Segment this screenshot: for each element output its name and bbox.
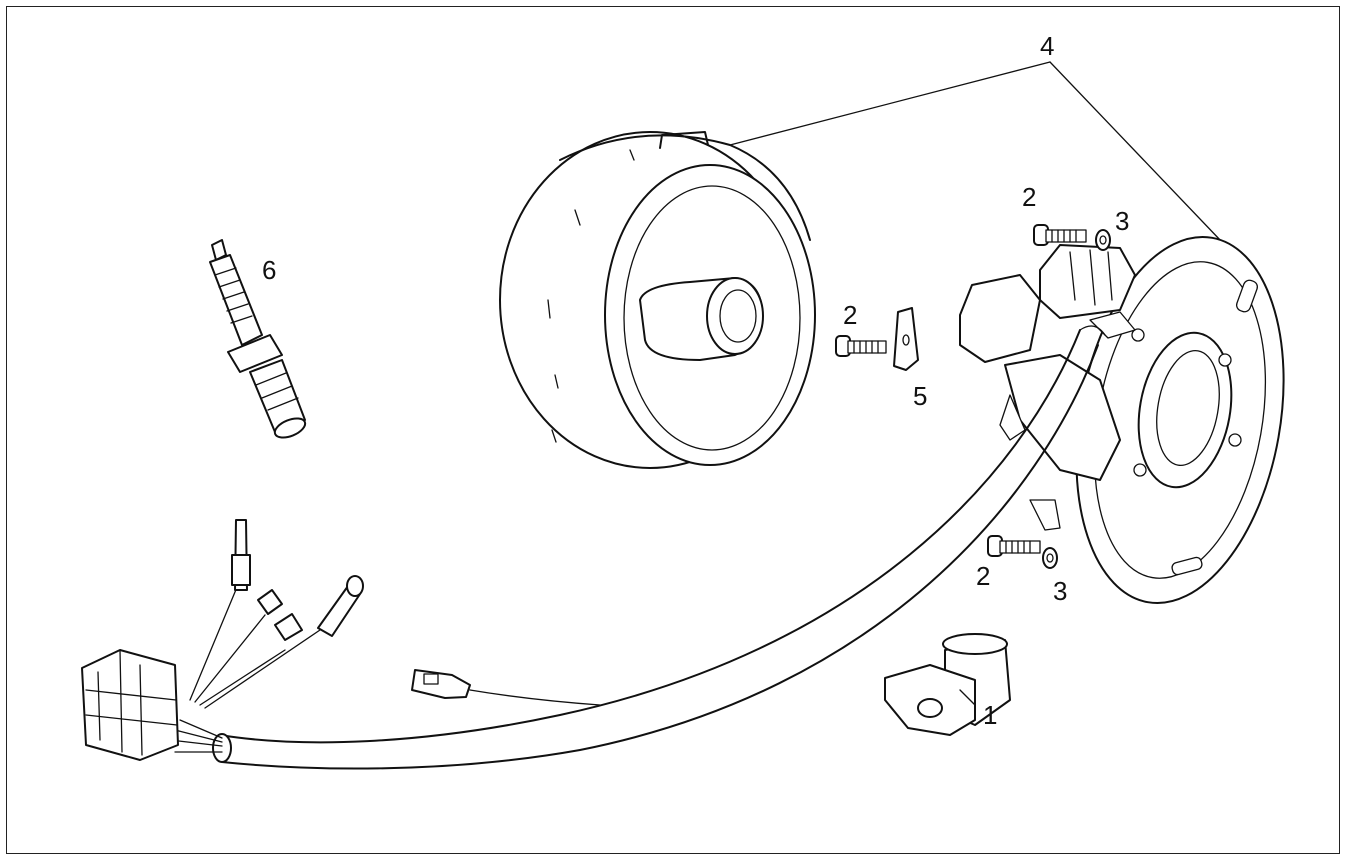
leader-lines-part-4 xyxy=(729,61,1223,243)
spark-plug xyxy=(209,239,307,439)
wiring-harness-cable xyxy=(81,325,1106,770)
screw-middle xyxy=(835,335,887,357)
callout-2-bottom: 2 xyxy=(976,561,990,591)
callout-5: 5 xyxy=(913,381,927,411)
washer-bottom xyxy=(1042,547,1058,569)
callout-3-bottom: 3 xyxy=(1053,576,1067,606)
pickup-sensor xyxy=(884,633,1011,736)
callout-6: 6 xyxy=(262,255,276,285)
screw-top xyxy=(1033,224,1087,246)
clip-plate xyxy=(893,307,919,371)
washer-top xyxy=(1095,229,1111,251)
stator-plate xyxy=(959,235,1285,605)
callout-2-middle: 2 xyxy=(843,300,857,330)
callout-1: 1 xyxy=(983,700,997,730)
flywheel-rotor xyxy=(499,131,816,469)
callout-2-top: 2 xyxy=(1022,182,1036,212)
callout-3-top: 3 xyxy=(1115,206,1129,236)
callout-4: 4 xyxy=(1040,31,1054,61)
screw-bottom xyxy=(987,535,1041,557)
callout-labels: 4 6 2 3 2 5 2 3 1 xyxy=(262,31,1129,730)
